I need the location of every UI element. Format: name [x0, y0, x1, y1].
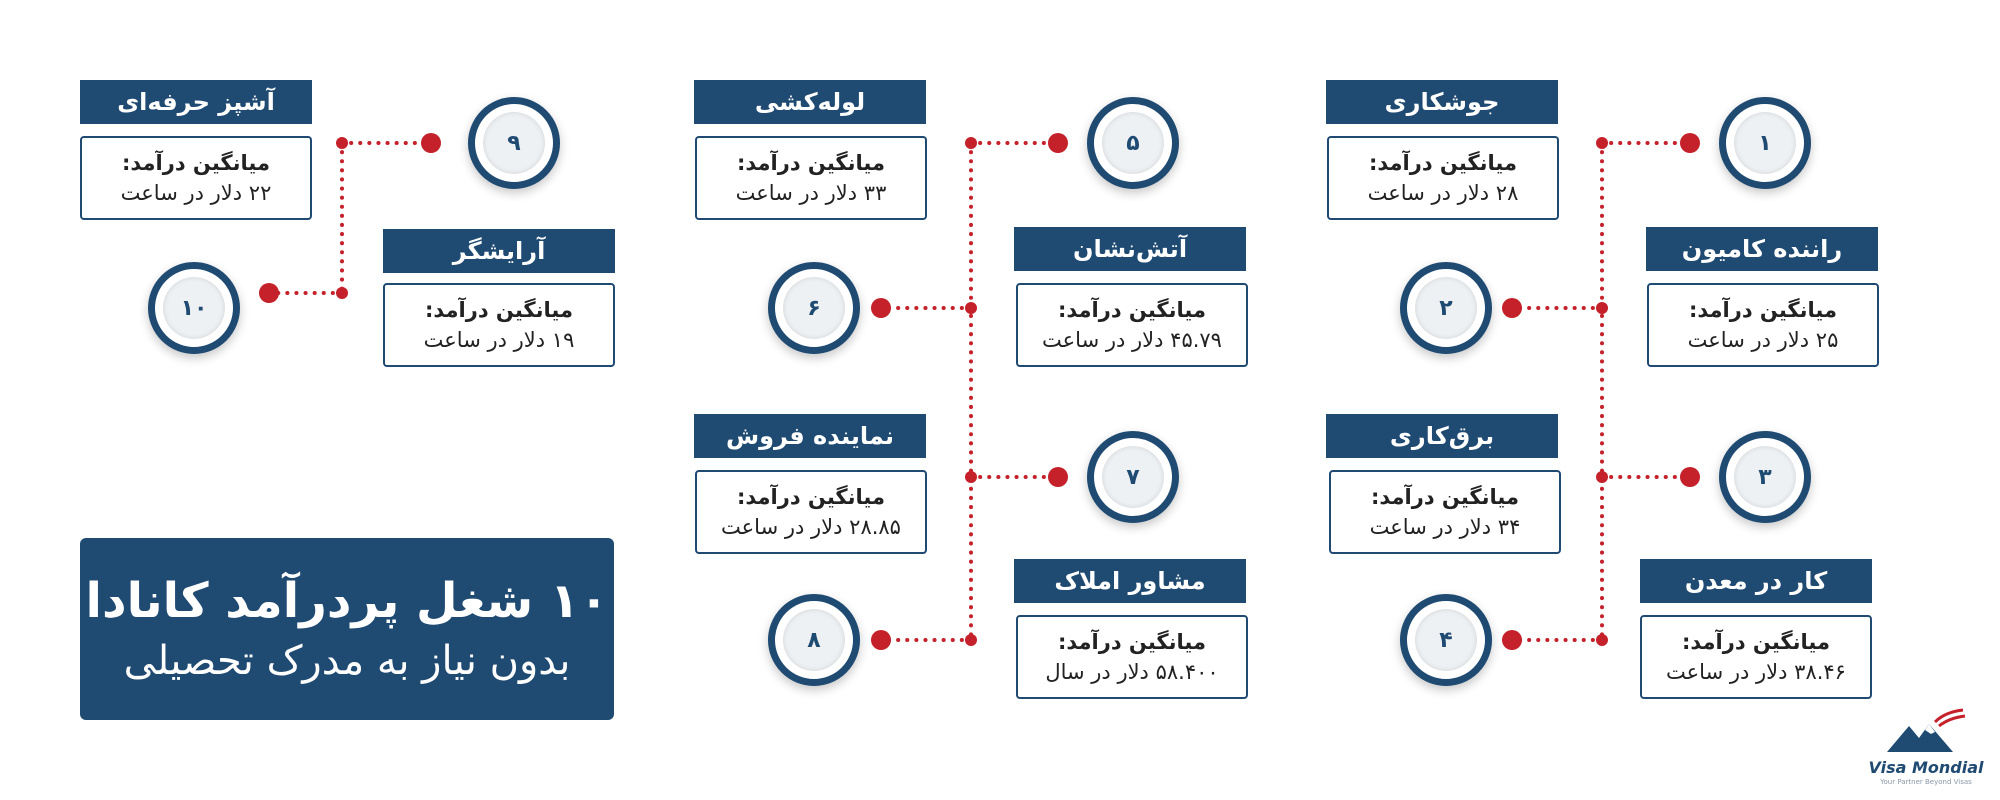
number-node-label: ۴ — [1415, 609, 1477, 671]
junction-dot — [1596, 137, 1608, 149]
income-value: ۲۸.۸۵ دلار در ساعت — [721, 515, 901, 539]
mountain-logo-icon — [1887, 708, 1966, 752]
number-node-1: ۱ — [1719, 97, 1811, 189]
number-node-3: ۳ — [1719, 431, 1811, 523]
endpoint-dot — [1048, 133, 1068, 153]
job-title-hairdresser: آرایشگر — [383, 229, 615, 273]
junction-dot — [965, 634, 977, 646]
income-box-electrician: میانگین درآمد: ۳۴ دلار در ساعت — [1329, 470, 1561, 554]
income-label: میانگین درآمد: — [737, 485, 885, 509]
number-node-label: ۱۰ — [163, 277, 225, 339]
number-node-label: ۲ — [1415, 277, 1477, 339]
endpoint-dot — [1502, 630, 1522, 650]
job-title-firefighter: آتش‌نشان — [1014, 227, 1246, 271]
job-title-plumbing: لوله‌کشی — [694, 80, 926, 124]
job-title-electrician: برق‌کاری — [1326, 414, 1558, 458]
number-node-8: ۸ — [768, 594, 860, 686]
number-node-label: ۳ — [1734, 446, 1796, 508]
income-label: میانگین درآمد: — [737, 151, 885, 175]
income-box-chef: میانگین درآمد: ۲۲ دلار در ساعت — [80, 136, 312, 220]
junction-dot — [336, 287, 348, 299]
headline-title: ۱۰ شغل پردرآمد کانادا — [85, 573, 609, 629]
income-value: ۳۸.۴۶ دلار در ساعت — [1666, 660, 1846, 684]
income-value: ۴۵.۷۹ دلار در ساعت — [1042, 328, 1222, 352]
income-value: ۵۸.۴۰۰ دلار در سال — [1045, 660, 1219, 684]
logo-tagline: Your Partner Beyond Visas — [1880, 778, 1972, 786]
income-label: میانگین درآمد: — [1682, 630, 1830, 654]
income-box-firefighter: میانگین درآمد: ۴۵.۷۹ دلار در ساعت — [1016, 283, 1248, 367]
income-box-mining: میانگین درآمد: ۳۸.۴۶ دلار در ساعت — [1640, 615, 1872, 699]
number-node-10: ۱۰ — [148, 262, 240, 354]
income-label: میانگین درآمد: — [122, 151, 270, 175]
number-node-5: ۵ — [1087, 97, 1179, 189]
income-label: میانگین درآمد: — [1369, 151, 1517, 175]
number-node-label: ۱ — [1734, 112, 1796, 174]
junction-dot — [1596, 302, 1608, 314]
income-box-welding: میانگین درآمد: ۲۸ دلار در ساعت — [1327, 136, 1559, 220]
income-label: میانگین درآمد: — [1689, 298, 1837, 322]
job-title-chef: آشپز حرفه‌ای — [80, 80, 312, 124]
endpoint-dot — [871, 630, 891, 650]
connectors-group-3 — [267, 141, 433, 295]
visa-mondial-logo: Visa Mondial Your Partner Beyond Visas — [1865, 706, 1987, 792]
income-label: میانگین درآمد: — [1058, 298, 1206, 322]
junction-dot — [1596, 471, 1608, 483]
junction-dot — [336, 137, 348, 149]
number-node-9: ۹ — [468, 97, 560, 189]
endpoint-dot — [1502, 298, 1522, 318]
income-box-truck-driver: میانگین درآمد: ۲۵ دلار در ساعت — [1647, 283, 1879, 367]
number-node-label: ۵ — [1102, 112, 1164, 174]
income-value: ۲۲ دلار در ساعت — [120, 181, 272, 205]
endpoint-dot — [1680, 467, 1700, 487]
income-value: ۳۳ دلار در ساعت — [735, 181, 887, 205]
number-node-label: ۶ — [783, 277, 845, 339]
headline-subtitle: بدون نیاز به مدرک تحصیلی — [123, 638, 571, 684]
junction-dot — [965, 137, 977, 149]
endpoint-dot — [421, 133, 441, 153]
number-node-label: ۷ — [1102, 446, 1164, 508]
connectors-group-2 — [879, 141, 1060, 642]
connectors-group-1 — [1510, 141, 1692, 642]
income-label: میانگین درآمد: — [425, 298, 573, 322]
headline-box: ۱۰ شغل پردرآمد کانادا بدون نیاز به مدرک … — [80, 538, 614, 720]
number-node-2: ۲ — [1400, 262, 1492, 354]
endpoint-dot — [871, 298, 891, 318]
income-box-sales-rep: میانگین درآمد: ۲۸.۸۵ دلار در ساعت — [695, 470, 927, 554]
junction-dot — [965, 471, 977, 483]
income-value: ۲۸ دلار در ساعت — [1367, 181, 1519, 205]
number-node-7: ۷ — [1087, 431, 1179, 523]
income-label: میانگین درآمد: — [1058, 630, 1206, 654]
junction-dot — [1596, 634, 1608, 646]
number-node-label: ۹ — [483, 112, 545, 174]
job-title-truck-driver: راننده کامیون — [1646, 227, 1878, 271]
endpoint-dot — [259, 283, 279, 303]
income-label: میانگین درآمد: — [1371, 485, 1519, 509]
job-title-real-estate: مشاور املاک — [1014, 559, 1246, 603]
endpoint-dot — [1048, 467, 1068, 487]
logo-name: Visa Mondial — [1868, 758, 1984, 777]
income-value: ۳۴ دلار در ساعت — [1369, 515, 1521, 539]
endpoint-dot — [1680, 133, 1700, 153]
number-node-4: ۴ — [1400, 594, 1492, 686]
income-box-plumbing: میانگین درآمد: ۳۳ دلار در ساعت — [695, 136, 927, 220]
income-box-real-estate: میانگین درآمد: ۵۸.۴۰۰ دلار در سال — [1016, 615, 1248, 699]
income-value: ۲۵ دلار در ساعت — [1687, 328, 1839, 352]
job-title-mining: کار در معدن — [1640, 559, 1872, 603]
number-node-label: ۸ — [783, 609, 845, 671]
number-node-6: ۶ — [768, 262, 860, 354]
income-box-hairdresser: میانگین درآمد: ۱۹ دلار در ساعت — [383, 283, 615, 367]
job-title-sales-rep: نماینده فروش — [694, 414, 926, 458]
junction-dot — [965, 302, 977, 314]
job-title-welding: جوشکاری — [1326, 80, 1558, 124]
income-value: ۱۹ دلار در ساعت — [423, 328, 575, 352]
